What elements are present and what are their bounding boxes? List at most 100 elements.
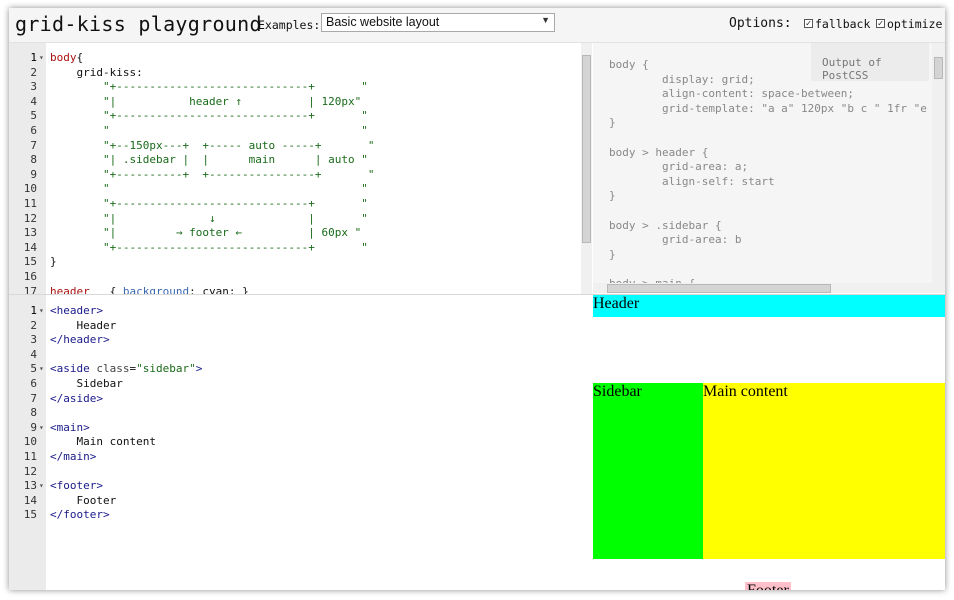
css-line-number: 16 [23,270,37,283]
output-hscroll-thumb[interactable] [607,284,831,293]
css-editor-scrollbar[interactable] [581,43,592,294]
html-code-line: </footer> [50,508,110,522]
css-code-line: header { background: cyan; } [50,284,249,294]
css-line-number: 13 [23,226,37,240]
css-code-line: " " [50,124,368,137]
html-line-number: 5 [30,362,37,376]
css-line-number: 6 [30,124,37,137]
html-code-line: <main> [50,420,90,434]
fold-arrow-icon[interactable]: ▾ [39,53,44,62]
html-line-number: 3 [30,333,37,347]
css-code-line: } [50,255,57,269]
html-code-line: </main> [50,450,97,463]
fold-arrow-icon[interactable]: ▾ [39,306,44,315]
html-code-line: Header [50,318,117,332]
output-code-line: body > header { [609,145,709,159]
css-line-number: 4 [30,94,37,108]
output-code-line: align-self: start [609,174,775,188]
optimize-label: optimize [887,17,943,31]
fallback-checkbox[interactable]: ✓ [804,19,813,29]
css-code-line: "+----------+ +----------------+ " [50,167,375,181]
preview-sidebar: Sidebar [593,383,703,559]
output-code-line: } [609,116,616,130]
output-code-line: grid-area: b [609,233,742,247]
html-code-line: <aside class="sidebar"> [50,362,203,376]
optimize-checkbox[interactable]: ✓ [876,19,885,29]
examples-select-value: Basic website layout [326,15,440,29]
preview-footer-text: Footer [747,582,789,590]
output-horizontal-scrollbar[interactable] [593,283,945,293]
css-line-number: 3 [30,80,37,94]
css-line-number: 1 [30,51,37,64]
app-title: grid-kiss playground [15,12,262,36]
css-editor[interactable]: 1▾ body{ 2 grid-kiss: 3 "+-----------------… [9,43,581,294]
output-code-line: display: grid; [609,72,755,86]
output-vertical-scrollbar[interactable] [932,43,945,285]
fold-arrow-icon[interactable]: ▾ [39,364,44,374]
css-code-line: "+-----------------------------+ " [50,80,368,94]
examples-select[interactable]: Basic website layout ▼ [321,13,555,32]
css-code-line: "+-----------------------------+ " [50,240,368,254]
html-line-number: 9 [30,420,37,434]
html-code-line: <header> [50,304,103,317]
output-code-line: grid-template: "a a" 120px "b c " 1fr "e… [609,101,945,115]
examples-label: Examples: [258,18,321,32]
css-code-line: "| → footer ← | 60px " [50,226,362,240]
preview-sidebar-text: Sidebar [593,383,642,400]
css-line-number: 15 [23,255,37,269]
css-code-line: body{ [50,51,84,64]
output-code-line: } [609,247,616,261]
css-line-number: 10 [23,182,37,196]
output-badge: Output of PostCSS [811,43,929,82]
top-bar: grid-kiss playground Examples: Basic web… [9,8,945,43]
css-code-line: "+-----------------------------+ " [50,197,368,210]
css-code-line: "| ↓ | " [50,211,368,225]
dropdown-arrow-icon: ▼ [541,15,550,25]
html-line-number: 7 [30,391,37,405]
css-line-number: 17 [23,284,37,294]
html-code-line: </header> [50,333,110,347]
output-code-line: } [609,189,616,203]
postcss-output-panel[interactable]: body { display: grid; align-content: spa… [593,43,945,293]
css-code-line: " " [50,182,368,196]
css-line-number: 12 [23,211,37,225]
html-line-number: 6 [30,377,37,390]
output-code-line: body { [609,58,649,71]
pane-divider [9,294,945,295]
css-code-line: grid-kiss: [50,65,143,79]
css-editor-gutter [9,43,46,294]
output-badge-label: Output of PostCSS [822,56,882,82]
html-code-line: Sidebar [50,377,123,390]
css-code-line: "+--150px---+ +----- auto -----+ " [50,138,375,152]
css-code-line: "| header ↑ | 120px" [50,94,362,108]
fold-arrow-icon[interactable]: ▾ [39,481,44,491]
preview-footer: Footer [745,582,791,590]
html-line-number: 13 [23,479,37,493]
css-code-line: "| .sidebar | | main | auto " [50,153,368,167]
css-line-number: 8 [30,153,37,167]
html-code-line: Main content [50,435,156,449]
preview-header: Header [593,295,945,317]
preview-header-text: Header [593,295,640,312]
html-code-line: Footer [50,493,117,507]
fold-arrow-icon[interactable]: ▾ [39,422,44,432]
css-code-line: "+-----------------------------+ " [50,109,368,123]
html-line-number: 4 [30,347,37,361]
css-editor-scroll-thumb[interactable] [582,55,591,243]
preview-main: Main content [703,383,945,559]
css-line-number: 2 [30,65,37,79]
fallback-label: fallback [815,17,871,31]
html-line-number: 11 [23,450,37,463]
css-line-number: 5 [30,109,37,123]
preview-main-text: Main content [703,383,788,400]
css-line-number: 7 [30,138,37,152]
css-line-number: 14 [23,240,37,254]
output-vscroll-thumb[interactable] [934,57,943,79]
output-code-line: grid-area: a; [609,160,749,174]
layout-preview: Header Sidebar Main content Footer [593,295,945,590]
html-line-number: 8 [30,406,37,420]
html-line-number: 15 [23,508,37,522]
css-line-number: 9 [30,167,37,181]
output-code-line: body > .sidebar { [609,218,722,232]
